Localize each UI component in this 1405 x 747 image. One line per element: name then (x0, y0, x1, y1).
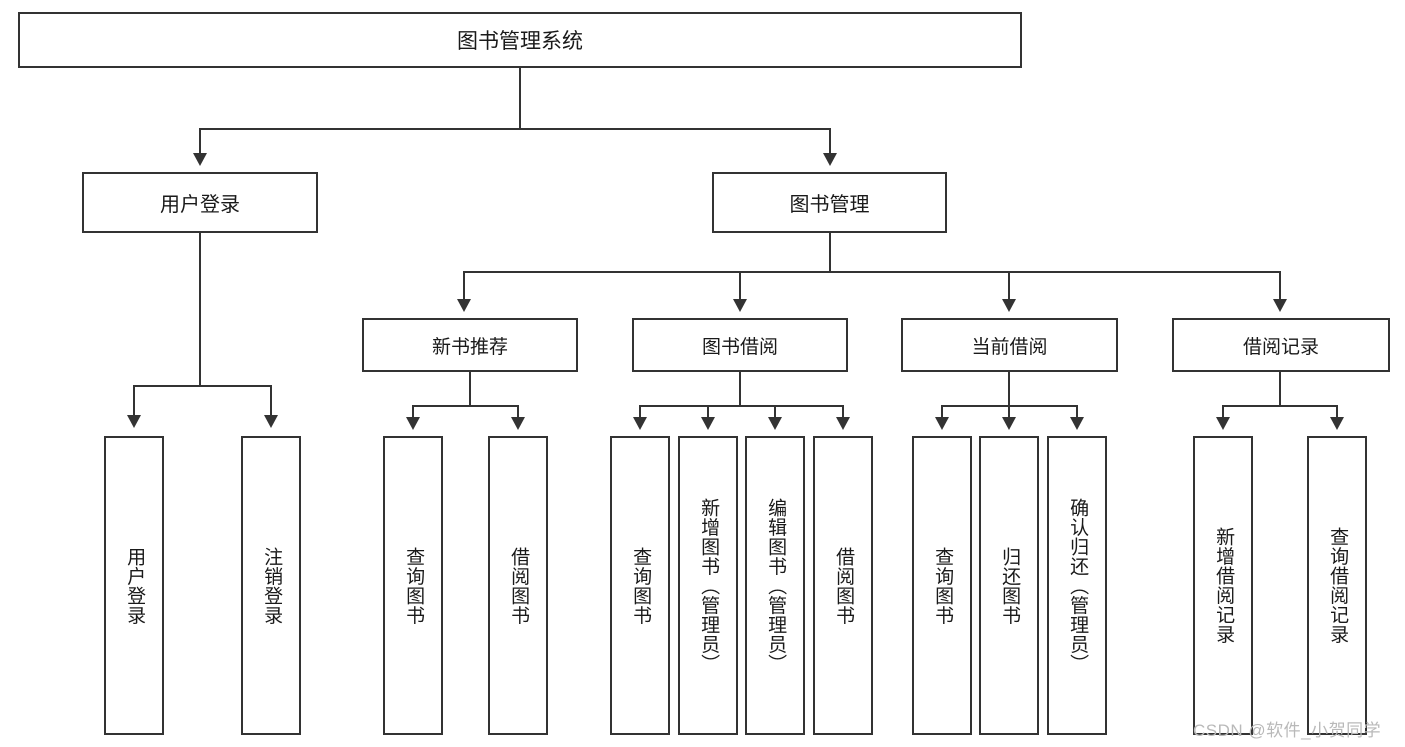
leaf-edit-book-label: 编辑图书（管理员） (765, 497, 787, 674)
edge-book-manage-stem (829, 233, 831, 272)
edge-bb-bus (639, 405, 844, 407)
edge-drop-query-record (1336, 405, 1338, 419)
edge-drop-new-book-recommend (463, 271, 465, 301)
leaf-query-book-1[interactable]: 查询图书 (383, 436, 443, 735)
leaf-query-record-label: 查询借阅记录 (1327, 527, 1349, 644)
node-current-borrow-label: 当前借阅 (971, 336, 1048, 358)
arrow-add-record (1216, 417, 1230, 430)
node-user-login-label: 用户登录 (160, 194, 240, 216)
leaf-return-book[interactable]: 归还图书 (979, 436, 1039, 735)
edge-drop-return-book (1008, 405, 1010, 419)
arrow-leaf-logout-login (264, 415, 278, 428)
node-root-label: 图书管理系统 (457, 30, 583, 53)
edge-drop-user-login (199, 128, 201, 155)
leaf-confirm-return-label: 确认归还（管理员） (1067, 497, 1089, 674)
edge-drop-book-manage (829, 128, 831, 155)
arrow-borrow-record (1273, 299, 1287, 312)
edge-bb-stem (739, 372, 741, 406)
edge-drop-leaf-user-login (133, 385, 135, 417)
leaf-add-record[interactable]: 新增借阅记录 (1193, 436, 1253, 735)
arrow-book-borrow (733, 299, 747, 312)
arrow-query-book-2 (633, 417, 647, 430)
arrow-borrow-book-2 (836, 417, 850, 430)
arrow-confirm-return (1070, 417, 1084, 430)
node-book-manage[interactable]: 图书管理 (712, 172, 947, 233)
arrow-query-record (1330, 417, 1344, 430)
edge-drop-leaf-logout-login (270, 385, 272, 417)
edge-drop-add-book (707, 405, 709, 419)
edge-drop-borrow-book-2 (842, 405, 844, 419)
node-new-book-recommend[interactable]: 新书推荐 (362, 318, 578, 372)
edge-user-login-bus (133, 385, 271, 387)
leaf-logout-login-label: 注销登录 (261, 546, 283, 625)
arrow-leaf-user-login (127, 415, 141, 428)
edge-drop-edit-book (774, 405, 776, 419)
leaf-query-book-2[interactable]: 查询图书 (610, 436, 670, 735)
leaf-return-book-label: 归还图书 (999, 546, 1021, 625)
edge-book-manage-bus (463, 271, 1280, 273)
leaf-edit-book[interactable]: 编辑图书（管理员） (745, 436, 805, 735)
leaf-logout-login[interactable]: 注销登录 (241, 436, 301, 735)
edge-nbr-bus (412, 405, 518, 407)
node-user-login[interactable]: 用户登录 (82, 172, 318, 233)
leaf-query-book-3-label: 查询图书 (932, 546, 954, 625)
arrow-new-book-recommend (457, 299, 471, 312)
node-borrow-record[interactable]: 借阅记录 (1172, 318, 1390, 372)
node-book-borrow[interactable]: 图书借阅 (632, 318, 848, 372)
leaf-user-login[interactable]: 用户登录 (104, 436, 164, 735)
leaf-borrow-book-2-label: 借阅图书 (833, 546, 855, 625)
edge-nbr-stem (469, 372, 471, 406)
node-borrow-record-label: 借阅记录 (1242, 336, 1319, 358)
edge-drop-confirm-return (1076, 405, 1078, 419)
leaf-query-book-3[interactable]: 查询图书 (912, 436, 972, 735)
arrow-book-manage (823, 153, 837, 166)
edge-drop-query-book-3 (941, 405, 943, 419)
arrow-query-book-3 (935, 417, 949, 430)
leaf-add-book[interactable]: 新增图书（管理员） (678, 436, 738, 735)
edge-drop-add-record (1222, 405, 1224, 419)
node-root[interactable]: 图书管理系统 (18, 12, 1022, 68)
edge-drop-book-borrow (739, 271, 741, 301)
arrow-return-book (1002, 417, 1016, 430)
leaf-confirm-return[interactable]: 确认归还（管理员） (1047, 436, 1107, 735)
edge-root-stem (519, 68, 521, 128)
leaf-query-book-1-label: 查询图书 (403, 546, 425, 625)
leaf-query-book-2-label: 查询图书 (630, 546, 652, 625)
edge-drop-query-book-2 (639, 405, 641, 419)
edge-drop-borrow-record (1279, 271, 1281, 301)
arrow-current-borrow (1002, 299, 1016, 312)
csdn-watermark: CSDN @软件_小贺同学 (1193, 721, 1382, 740)
edge-br-bus (1222, 405, 1337, 407)
edge-drop-borrow-book-1 (517, 405, 519, 419)
edge-br-stem (1279, 372, 1281, 406)
edge-root-bus (199, 128, 831, 130)
edge-cb-stem (1008, 372, 1010, 406)
edge-user-login-stem (199, 233, 201, 386)
arrow-add-book (701, 417, 715, 430)
leaf-query-record[interactable]: 查询借阅记录 (1307, 436, 1367, 735)
arrow-user-login (193, 153, 207, 166)
arrow-query-book-1 (406, 417, 420, 430)
arrow-borrow-book-1 (511, 417, 525, 430)
leaf-borrow-book-1[interactable]: 借阅图书 (488, 436, 548, 735)
leaf-add-record-label: 新增借阅记录 (1213, 527, 1235, 644)
node-current-borrow[interactable]: 当前借阅 (901, 318, 1118, 372)
node-book-manage-label: 图书管理 (789, 194, 870, 216)
leaf-borrow-book-1-label: 借阅图书 (508, 546, 530, 625)
edge-drop-query-book-1 (412, 405, 414, 419)
node-book-borrow-label: 图书借阅 (701, 336, 778, 358)
leaf-borrow-book-2[interactable]: 借阅图书 (813, 436, 873, 735)
leaf-user-login-label: 用户登录 (124, 546, 146, 625)
node-new-book-recommend-label: 新书推荐 (431, 336, 508, 358)
leaf-add-book-label: 新增图书（管理员） (698, 497, 720, 674)
edge-drop-current-borrow (1008, 271, 1010, 301)
arrow-edit-book (768, 417, 782, 430)
